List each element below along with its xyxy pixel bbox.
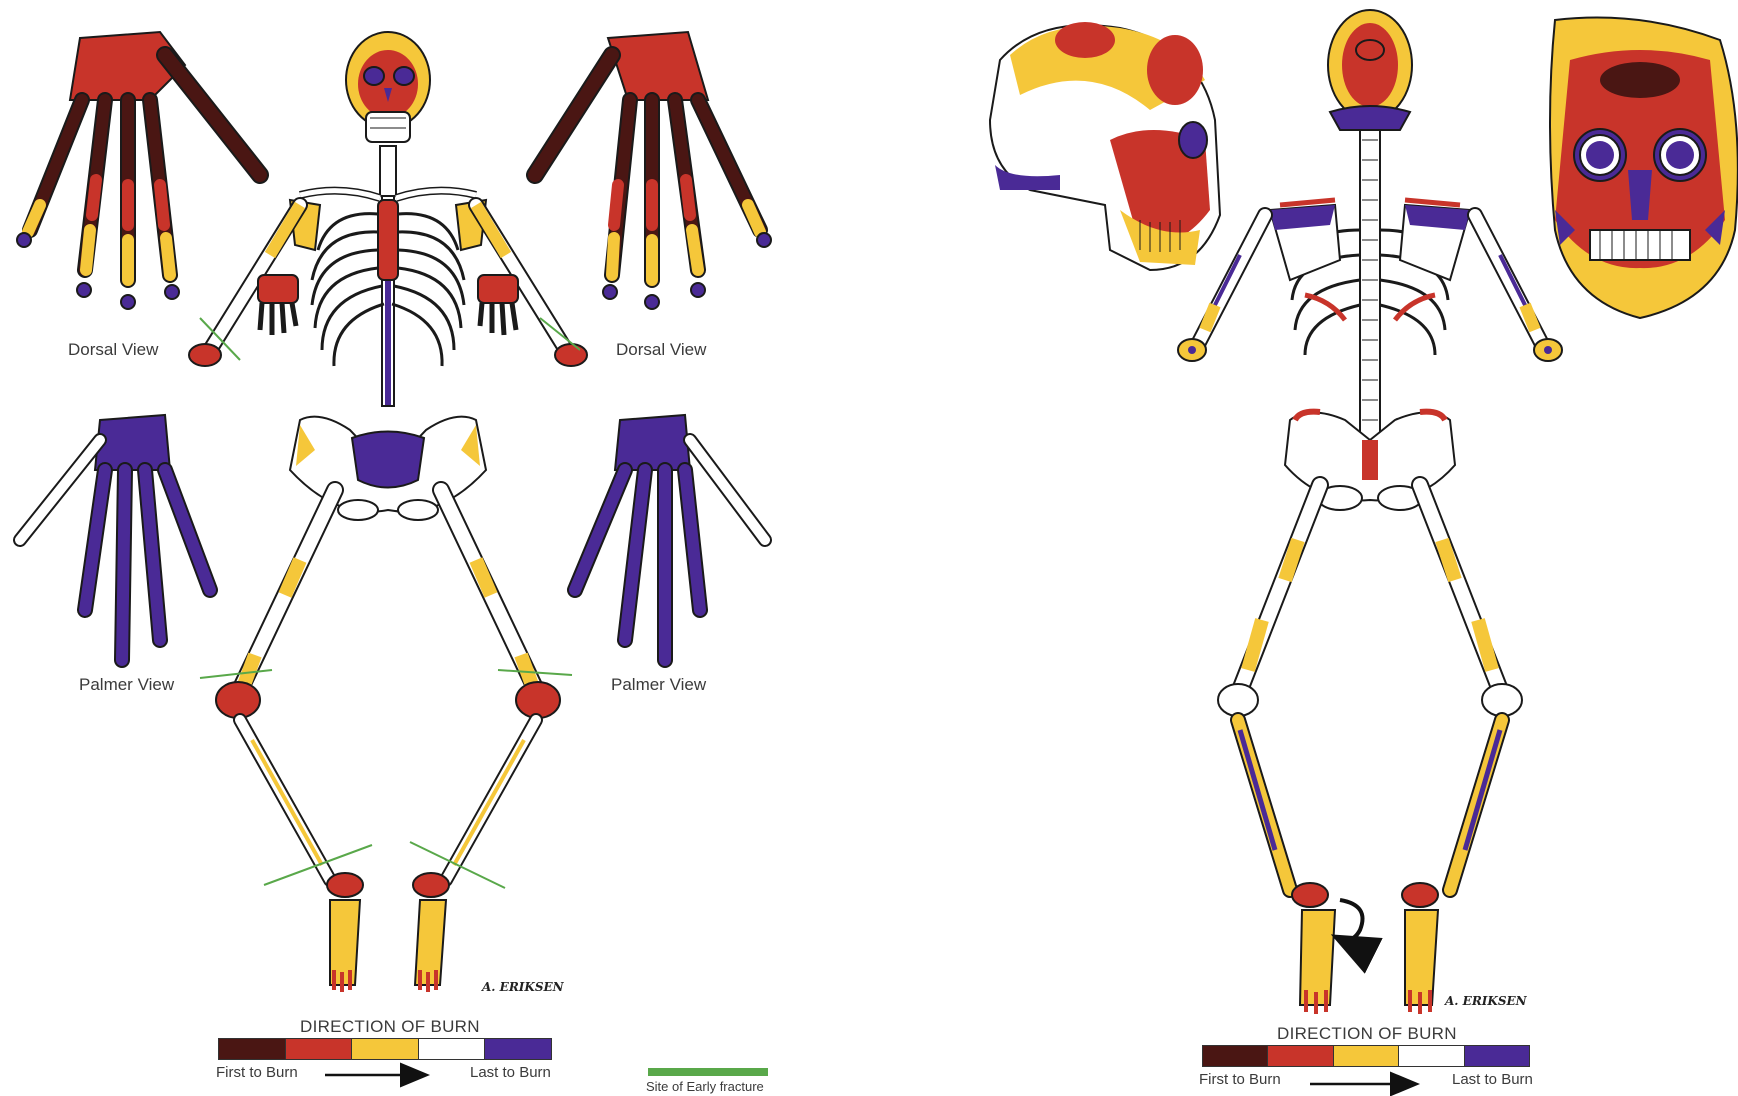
palmer-hand-left [20,415,210,660]
legend-swatch-4 [1399,1046,1464,1066]
legend-title-left: DIRECTION OF BURN [300,1017,480,1037]
legend-first-label-left: First to Burn [216,1064,298,1081]
label-dorsal-view-right: Dorsal View [616,340,706,360]
legend-swatch-5 [485,1039,551,1059]
fracture-key-label: Site of Early fracture [646,1079,764,1094]
anterior-hand-left [258,275,298,335]
legend-bar-left [218,1038,552,1060]
legend-swatch-2 [1268,1046,1333,1066]
legend-swatch-5 [1465,1046,1529,1066]
palmer-hand-right [575,415,765,660]
legend-last-label-left: Last to Burn [470,1064,551,1081]
artist-signature-right: A. ERIKSEN [1445,994,1527,1008]
legend-swatch-1 [219,1039,286,1059]
dorsal-hand-left [17,32,260,309]
posterior-skeleton [1178,10,1562,1014]
label-dorsal-view-left: Dorsal View [68,340,158,360]
anterior-hand-right [478,275,518,335]
anterior-skull [346,32,430,142]
legend-swatch-3 [352,1039,419,1059]
legend-swatch-4 [419,1039,486,1059]
legend-bar-right [1202,1045,1530,1067]
label-palmer-view-right: Palmer View [611,675,706,695]
label-palmer-view-left: Palmer View [79,675,174,695]
legend-swatch-3 [1334,1046,1399,1066]
legend-swatch-1 [1203,1046,1268,1066]
frontal-skull [1550,18,1738,319]
legend-swatch-2 [286,1039,353,1059]
legend-last-label-right: Last to Burn [1452,1071,1533,1088]
legend-title-right: DIRECTION OF BURN [1277,1024,1457,1044]
artist-signature-left: A. ERIKSEN [482,980,564,994]
legend-first-label-right: First to Burn [1199,1071,1281,1088]
lateral-skull [990,22,1220,270]
fracture-key-swatch [648,1068,768,1076]
dorsal-hand-right [535,32,771,309]
